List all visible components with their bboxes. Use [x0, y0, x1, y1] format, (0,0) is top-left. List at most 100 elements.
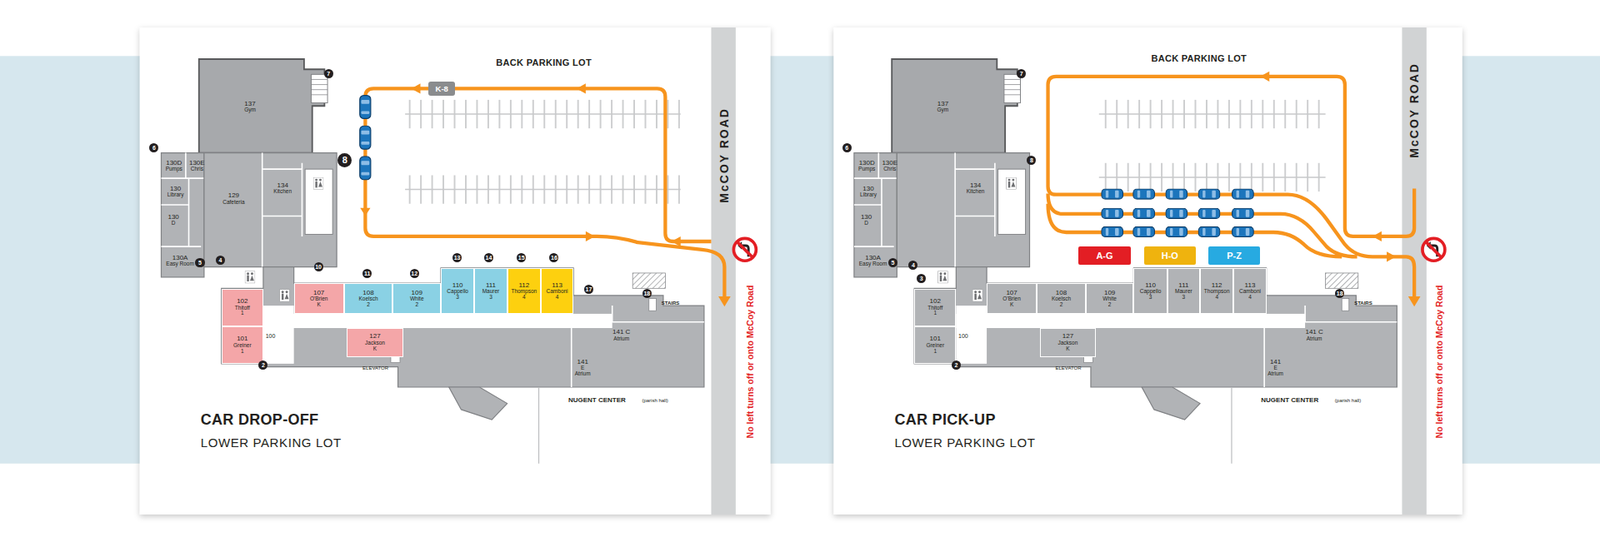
tag-text: K-8	[435, 85, 449, 94]
callout-text: 6	[845, 145, 849, 151]
room-number: 130A	[865, 255, 881, 262]
room-grade: K	[316, 302, 320, 309]
room-box: 130D	[855, 207, 878, 235]
label-box: McCOY ROAD	[718, 107, 731, 204]
room-number: 108	[362, 290, 374, 297]
drop-off-route	[365, 88, 725, 298]
room-grade: 2	[1060, 302, 1064, 309]
callout-number: 18	[642, 289, 652, 299]
label-box: ELEVATOR	[1055, 365, 1082, 371]
room-name: Koelsch	[358, 296, 378, 303]
room-grade: 1	[240, 310, 245, 317]
parking-stalls	[405, 100, 1325, 205]
room-box: 129Cafeteria	[207, 187, 261, 210]
car	[1165, 189, 1188, 200]
room-name: Cappello	[1140, 289, 1162, 295]
stall-row	[1099, 100, 1326, 129]
callout-number: 14	[484, 253, 494, 263]
road-name: McCOY ROAD	[718, 107, 731, 204]
room-number: 111	[485, 282, 496, 290]
label-box: (parish hall)	[641, 398, 668, 404]
room-box: 102Thitoff1	[914, 289, 956, 327]
room-grade: 1	[933, 310, 937, 317]
traffic-note: No left turns off or onto McCoy Road	[1435, 285, 1445, 440]
callout-number: 17	[584, 285, 594, 295]
room-box: 111Maurer3	[474, 268, 507, 315]
room-number: 109	[411, 290, 423, 297]
route-arrowhead	[1408, 296, 1421, 307]
callout-text: 3	[920, 275, 924, 282]
car	[360, 95, 371, 120]
callout-number: 12	[410, 269, 420, 279]
panel-title: CAR PICK-UP	[894, 412, 995, 429]
room-box: 111Maurer3	[1167, 268, 1200, 315]
map-panel: CAR DROP-OFFLOWER PARKING LOT137Gym130DP…	[140, 27, 771, 515]
route-arrowhead	[360, 208, 370, 217]
room-name: Kitchen	[966, 189, 985, 195]
stall-row	[405, 100, 681, 129]
route-line	[365, 88, 725, 298]
callout-text: 13	[454, 255, 461, 261]
route-line	[1048, 76, 1415, 299]
callout-number: 18	[1335, 289, 1345, 299]
room-name: Library	[860, 192, 877, 199]
stairs-label: STAIRS	[661, 300, 680, 306]
room-number: 102	[236, 298, 248, 305]
room-name: Gym	[937, 107, 950, 114]
room-number: 127	[369, 333, 380, 340]
room-number: 110	[452, 282, 464, 290]
room-grade: Atrium	[575, 371, 591, 378]
room-number: 113	[551, 282, 563, 290]
traffic-note: No left turns off or onto McCoy Road	[746, 285, 756, 440]
room-name: Easy Room	[859, 261, 888, 268]
stall-divider	[405, 113, 681, 115]
room-number: 109	[1104, 290, 1115, 297]
car	[1165, 208, 1188, 219]
car	[1133, 189, 1155, 200]
room-number: 112	[518, 282, 530, 290]
room-number: 141	[576, 359, 588, 366]
room-name: Pumps	[165, 166, 183, 173]
panel-title-box: CAR DROP-OFF	[200, 412, 320, 429]
room-name: O'Brien	[1002, 296, 1020, 303]
room-box: 141 CAtrium	[604, 324, 640, 347]
room-name: Koelsch	[1051, 296, 1071, 303]
label-box: NUGENT CENTER	[568, 397, 626, 405]
room-number: 130	[167, 214, 179, 221]
room-box: 130AEasy Room	[854, 249, 892, 274]
room-number: 137	[937, 100, 949, 108]
car	[1198, 189, 1220, 200]
room-grade: 1	[933, 349, 937, 355]
room-number: 108	[1055, 290, 1067, 297]
stall-divider	[1099, 113, 1326, 115]
room-box: 127JacksonK	[346, 328, 403, 357]
band-text: H-O	[1161, 251, 1179, 262]
room-name: Gym	[244, 107, 256, 114]
room-name: Atrium	[613, 336, 630, 343]
callout-number: 5	[195, 258, 205, 268]
room-number: 141	[1270, 359, 1281, 366]
room-name: Kitchen	[273, 189, 292, 195]
room-box: 127JacksonK	[1040, 328, 1096, 357]
route-arrowhead	[671, 236, 681, 247]
room-grade: K	[373, 346, 377, 353]
room-name: Pumps	[858, 166, 875, 173]
no-left-turn-sign	[1422, 238, 1445, 261]
room-box: 134Kitchen	[957, 175, 995, 203]
callout-number: 4	[908, 260, 918, 270]
callout-text: 12	[410, 270, 418, 277]
room-grade: K	[1065, 346, 1070, 353]
callout-text: 6	[152, 145, 156, 151]
room-box: 110Cappello3	[440, 268, 475, 315]
map-panel: CAR PICK-UPLOWER PARKING LOT137Gym130DPu…	[833, 27, 1462, 515]
room-grade: 3	[1149, 295, 1153, 301]
room-number: 130D	[165, 160, 182, 167]
room-box: 110Cappello3	[1133, 268, 1167, 315]
room-name: Chris	[190, 166, 204, 173]
room-number: 130E	[189, 160, 205, 167]
elevator-label: ELEVATOR	[362, 365, 389, 371]
panel-subtitle-box: LOWER PARKING LOT	[200, 436, 342, 450]
room-number: 112	[1211, 282, 1223, 290]
route-arrowhead	[1386, 251, 1396, 262]
